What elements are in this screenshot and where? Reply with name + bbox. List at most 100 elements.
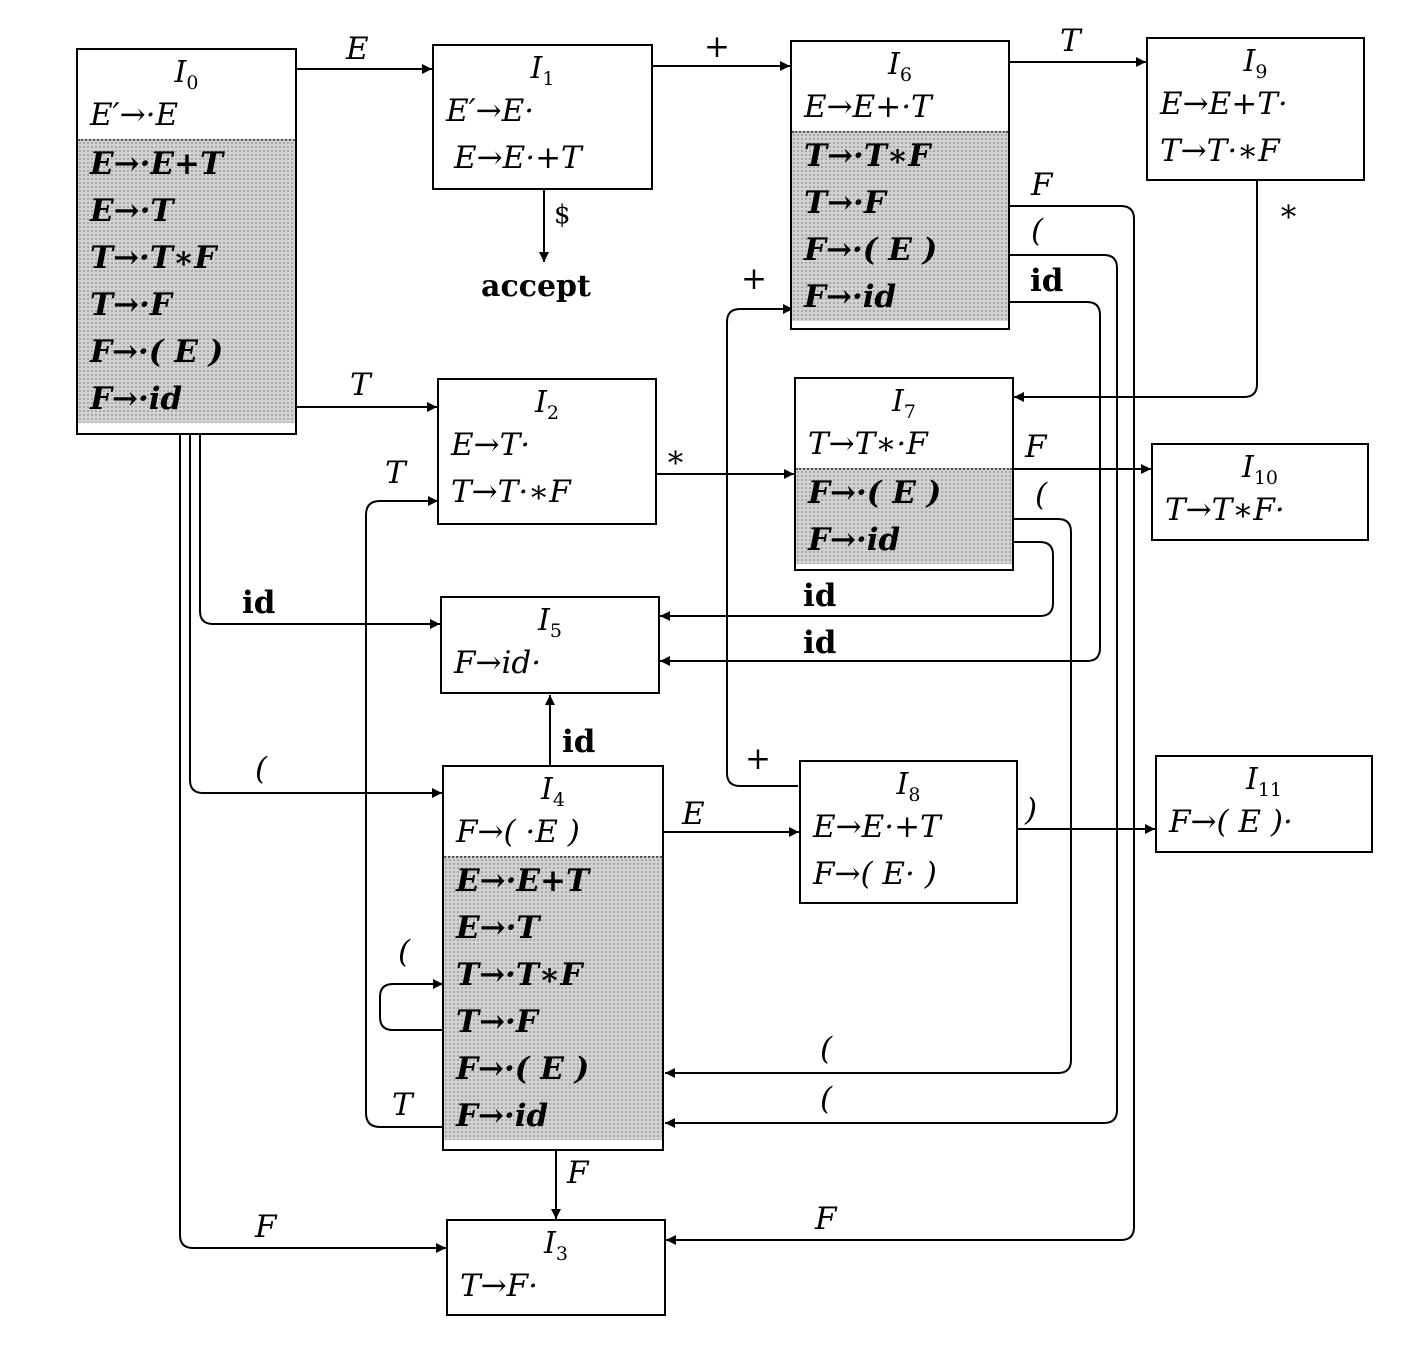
closure-item: F→·( E ): [804, 232, 938, 268]
state-I4: I4 F→( ·E ) E→·E+T E→·T T→·T∗F T→·F F→·(…: [442, 765, 664, 1151]
closure-items: F→·( E ) F→·id: [796, 468, 1012, 564]
edge-label-I6-I5-bottom: id: [803, 625, 837, 661]
closure-items: E→·E+T E→·T T→·T∗F T→·F F→·( E ) F→·id: [78, 139, 295, 423]
edge-I0-I3: [179, 435, 446, 1253]
kernel-item: T→T·∗F: [451, 474, 571, 510]
edge-label-I0-I2: T: [350, 367, 371, 403]
closure-item: T→·F: [456, 1004, 538, 1040]
edge-I6-I4: [665, 254, 1118, 1128]
kernel-item: T→T∗·F: [808, 426, 928, 462]
closure-item: T→·F: [90, 287, 172, 323]
closure-item: E→·T: [90, 193, 174, 229]
edge-label-I7-I4-top: (: [1035, 477, 1048, 513]
edge-I7-I5: [660, 541, 1054, 621]
edge-label-I6-I9: T: [1060, 23, 1081, 59]
edge-label-I6-I3-bottom: F: [815, 1201, 837, 1237]
edge-label-I7-I4-bottom: (: [820, 1031, 833, 1067]
edge-label-I0-I1: E: [346, 31, 369, 67]
state-I0: I0 E′→·E E→·E+T E→·T T→·T∗F T→·F F→·( E …: [76, 48, 297, 435]
closure-item: T→·F: [804, 185, 886, 221]
kernel-item: E′→·E: [90, 97, 179, 133]
state-title: I4: [541, 772, 565, 811]
closure-item: T→·T∗F: [804, 138, 931, 174]
state-I6: I6 E→E+·T T→·T∗F T→·F F→·( E ) F→·id: [790, 40, 1010, 330]
edge-label-I6-I5: id: [1030, 263, 1064, 299]
state-I3: I3 T→F·: [446, 1219, 666, 1316]
state-title: I11: [1245, 762, 1283, 801]
edge-I7-I4: [665, 518, 1072, 1078]
kernel-item: F→id·: [454, 645, 542, 681]
edge-I9-I7: [1014, 180, 1258, 402]
closure-item: F→·id: [804, 279, 897, 315]
edge-label-I0-I3: F: [255, 1209, 277, 1245]
edge-label-I7-I10: F: [1025, 429, 1047, 465]
closure-item: T→·T∗F: [456, 957, 583, 993]
kernel-item: E→E+·T: [804, 89, 932, 125]
edge-label-I4-I4: (: [398, 934, 411, 970]
state-I5: I5 F→id·: [440, 596, 660, 694]
edge-label-I8-I11: ): [1025, 792, 1038, 828]
edge-I6-I3: [666, 205, 1135, 1245]
edge-label-I8-I6-bottom: +: [745, 741, 771, 777]
edge-label-I7-I5: id: [803, 578, 837, 614]
edge-label-I4-I8: E: [682, 796, 705, 832]
closure-item: F→·( E ): [456, 1051, 590, 1087]
edge-label-I9-I7: ∗: [1278, 193, 1300, 229]
state-title: I10: [1241, 450, 1279, 489]
state-title: I0: [174, 55, 199, 94]
kernel-item: E→E·+T: [454, 140, 582, 176]
kernel-item: F→( E )·: [1169, 804, 1293, 840]
kernel-item: T→T·∗F: [1160, 133, 1280, 169]
closure-item: E→·T: [456, 910, 540, 946]
state-title: I2: [535, 385, 559, 424]
edge-I8-I6: [726, 304, 798, 787]
state-I2: I2 E→T· T→T·∗F: [437, 378, 657, 525]
edge-I6-I5: [660, 301, 1101, 666]
edge-label-I1-I6: +: [704, 29, 730, 65]
state-title: I6: [888, 47, 912, 86]
state-I1: I1 E′→E· E→E·+T: [432, 44, 653, 190]
kernel-item: E′→E·: [446, 93, 535, 129]
closure-item: E→·E+T: [90, 146, 224, 182]
edge-label-I6-I4-bottom: (: [820, 1081, 833, 1117]
state-title: I9: [1243, 44, 1268, 83]
closure-item: F→·( E ): [808, 475, 942, 511]
closure-items: T→·T∗F T→·F F→·( E ) F→·id: [792, 131, 1008, 321]
edge-I4-I2: [365, 496, 442, 1128]
edge-label-I8-I6-top: +: [741, 261, 767, 297]
edge-label-I4-I2-bottom: T: [392, 1087, 413, 1123]
kernel-item: E→T·: [451, 427, 531, 463]
state-I11: I11 F→( E )·: [1155, 755, 1373, 853]
state-title: I7: [892, 384, 916, 423]
edge-label-I4-I2-top: T: [385, 455, 406, 491]
accept-label: accept: [481, 269, 591, 304]
edge-label-I4-I3: F: [567, 1155, 589, 1191]
closure-item: F→·id: [456, 1098, 549, 1134]
closure-item: F→·( E ): [90, 334, 224, 370]
edge-label-I0-I5: id: [242, 585, 276, 621]
edge-label-I6-I3: F: [1031, 167, 1053, 203]
closure-item: E→·E+T: [456, 863, 590, 899]
edge-label-I6-I4-top: (: [1031, 213, 1044, 249]
kernel-item: F→( E· ): [813, 856, 937, 892]
state-title: I5: [538, 603, 562, 642]
closure-item: T→·T∗F: [90, 240, 217, 276]
edge-label-I2-I7: ∗: [665, 439, 687, 475]
state-I8: I8 E→E·+T F→( E· ): [799, 760, 1018, 904]
state-I7: I7 T→T∗·F F→·( E ) F→·id: [794, 377, 1014, 571]
closure-item: F→·id: [808, 522, 901, 558]
kernel-item: E→E·+T: [813, 809, 941, 845]
state-title: I3: [544, 1226, 568, 1265]
state-I10: I10 T→T∗F·: [1151, 443, 1369, 541]
edge-I0-I4: [189, 435, 442, 798]
edge-I0-I5: [199, 435, 440, 629]
closure-items: E→·E+T E→·T T→·T∗F T→·F F→·( E ) F→·id: [444, 856, 662, 1140]
kernel-item: F→( ·E ): [456, 814, 580, 850]
state-title: I8: [896, 767, 921, 806]
closure-item: F→·id: [90, 381, 183, 417]
edge-label-I4-I5: id: [562, 724, 596, 760]
edge-I4-I4: [379, 979, 443, 1031]
kernel-item: E→E+T·: [1160, 86, 1288, 122]
state-title: I1: [530, 51, 555, 90]
